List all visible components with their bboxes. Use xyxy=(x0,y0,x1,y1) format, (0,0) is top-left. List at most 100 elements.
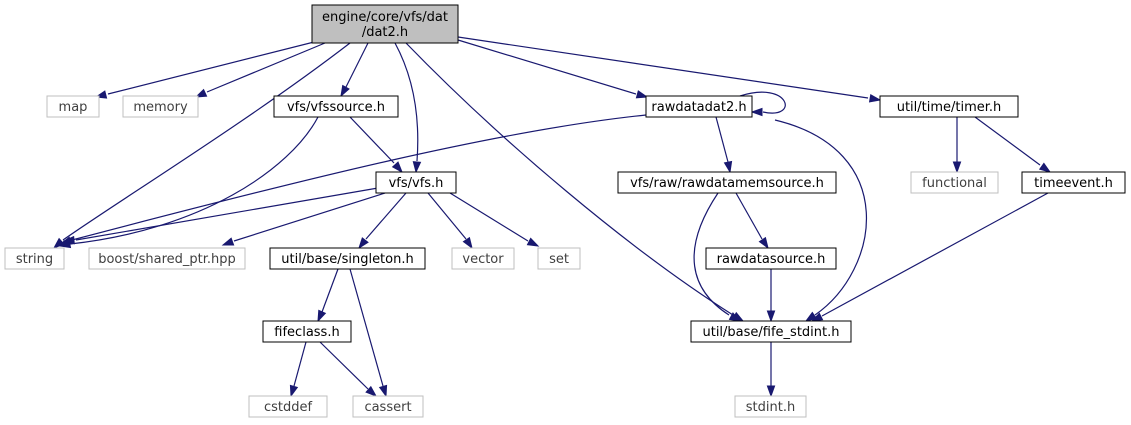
edge-timeevent-to-fife_stdint xyxy=(810,192,1049,322)
node-label: util/base/fife_stdint.h xyxy=(702,325,839,340)
node-box xyxy=(273,95,399,118)
node-box xyxy=(617,171,837,194)
edge-line xyxy=(715,116,729,163)
node-box xyxy=(537,247,581,270)
edge-line xyxy=(821,192,1049,317)
edge-line xyxy=(345,42,369,88)
node-label: stdint.h xyxy=(746,400,795,415)
edge-timer-to-functional xyxy=(952,117,962,174)
edge-arrow-head xyxy=(766,385,776,398)
edge-line xyxy=(427,192,467,240)
node-memory: memory xyxy=(122,95,199,118)
edge-line xyxy=(457,39,637,95)
edge-arrow-head xyxy=(952,161,962,174)
node-rawdatamemsource[interactable]: vfs/raw/rawdatamemsource.h xyxy=(617,171,837,194)
node-fifeclass[interactable]: fifeclass.h xyxy=(262,320,352,343)
edge-line xyxy=(75,187,379,241)
edge-root-to-vfssource xyxy=(340,42,369,98)
edge-arrow-head xyxy=(358,237,369,250)
edges-layer xyxy=(52,36,1052,398)
edge-line xyxy=(107,40,319,95)
node-map: map xyxy=(46,95,100,118)
node-label: rawdatadat2.h xyxy=(651,100,746,115)
node-box xyxy=(311,4,459,44)
edge-arrow-head xyxy=(412,161,422,174)
node-box xyxy=(451,247,515,270)
edge-line xyxy=(974,116,1041,166)
edge-arrow-head xyxy=(758,236,769,250)
edge-rawdatasource-to-fife_stdint xyxy=(766,269,776,323)
edge-rawdatadat2-to-string xyxy=(59,114,647,245)
edge-arrow-head xyxy=(723,160,733,174)
node-rawdatadat2[interactable]: rawdatadat2.h xyxy=(645,95,753,118)
edge-line xyxy=(693,192,730,316)
node-box xyxy=(1021,171,1126,194)
edge-line xyxy=(394,42,419,162)
node-label: util/base/singleton.h xyxy=(281,252,413,267)
edge-fifeclass-to-cassert xyxy=(319,341,378,397)
edge-line xyxy=(233,192,386,242)
node-label: vfs/vfssource.h xyxy=(287,100,385,115)
edge-arrow-head xyxy=(750,107,763,117)
node-shared_ptr: boost/shared_ptr.hpp xyxy=(88,247,246,270)
node-vfssource[interactable]: vfs/vfssource.h xyxy=(273,95,399,118)
edge-line xyxy=(321,268,339,313)
edge-line xyxy=(319,341,369,390)
edge-arrow-head xyxy=(52,237,65,249)
edge-rawdatamemsource-to-rawdatasource xyxy=(735,192,769,250)
node-set: set xyxy=(537,247,581,270)
edge-line xyxy=(71,114,647,241)
edge-arrow-head xyxy=(526,237,540,247)
node-timeevent[interactable]: timeevent.h xyxy=(1021,171,1126,194)
nodes-layer: engine/core/vfs/dat/dat2.h map memory vfs/v… xyxy=(4,4,1126,418)
node-label: memory xyxy=(133,100,188,115)
edge-line xyxy=(774,119,868,316)
edge-line xyxy=(739,91,786,114)
node-label: functional xyxy=(922,176,987,191)
edge-arrow-head xyxy=(810,312,824,322)
edge-line xyxy=(293,341,307,387)
edge-arrow-head xyxy=(728,312,742,322)
edge-line xyxy=(457,36,869,99)
edge-vfs-to-string xyxy=(62,187,379,245)
node-cassert: cassert xyxy=(352,395,424,418)
node-stdint: stdint.h xyxy=(734,395,807,418)
edge-root-to-map xyxy=(94,40,319,99)
edge-root-to-memory xyxy=(194,42,326,98)
edge-arrow-head xyxy=(378,384,388,398)
edge-singleton-to-fifeclass xyxy=(317,268,339,323)
node-rawdatasource[interactable]: rawdatasource.h xyxy=(705,247,837,270)
edge-arrow-head xyxy=(766,310,776,323)
node-vfs[interactable]: vfs/vfs.h xyxy=(375,171,457,194)
node-label: boost/shared_ptr.hpp xyxy=(98,252,236,267)
node-vector: vector xyxy=(451,247,515,270)
edge-vfs-to-vector xyxy=(427,192,473,250)
edge-root-to-timer xyxy=(457,36,882,103)
node-box xyxy=(352,395,424,418)
node-timer[interactable]: util/time/timer.h xyxy=(879,95,1019,118)
edge-arrow-head xyxy=(391,161,403,174)
node-label: fifeclass.h xyxy=(274,325,339,340)
node-fife_stdint[interactable]: util/base/fife_stdint.h xyxy=(690,320,852,343)
node-box xyxy=(269,247,426,270)
node-root[interactable]: engine/core/vfs/dat/dat2.h xyxy=(311,4,459,44)
node-label: util/time/timer.h xyxy=(897,100,1002,115)
edge-line xyxy=(349,268,384,387)
edge-singleton-to-cassert xyxy=(349,268,388,398)
edge-arrow-head xyxy=(289,384,299,398)
edge-fife_stdint-to-stdint xyxy=(766,342,776,398)
node-singleton[interactable]: util/base/singleton.h xyxy=(269,247,426,270)
node-label: string xyxy=(16,252,53,267)
edge-rawdatadat2-to-rawdatadat2 xyxy=(739,91,786,117)
node-box xyxy=(122,95,199,118)
node-functional: functional xyxy=(910,171,999,194)
edge-line xyxy=(69,116,319,245)
node-label: cstddef xyxy=(264,400,313,415)
node-label: vfs/vfs.h xyxy=(389,176,444,191)
edge-line xyxy=(206,42,326,93)
edge-arrow-head xyxy=(62,235,75,245)
node-label: timeevent.h xyxy=(1034,176,1113,191)
edge-rawdatamemsource-to-fife_stdint xyxy=(693,192,742,322)
edge-vfssource-to-vfs xyxy=(349,116,403,174)
node-box xyxy=(262,320,352,343)
